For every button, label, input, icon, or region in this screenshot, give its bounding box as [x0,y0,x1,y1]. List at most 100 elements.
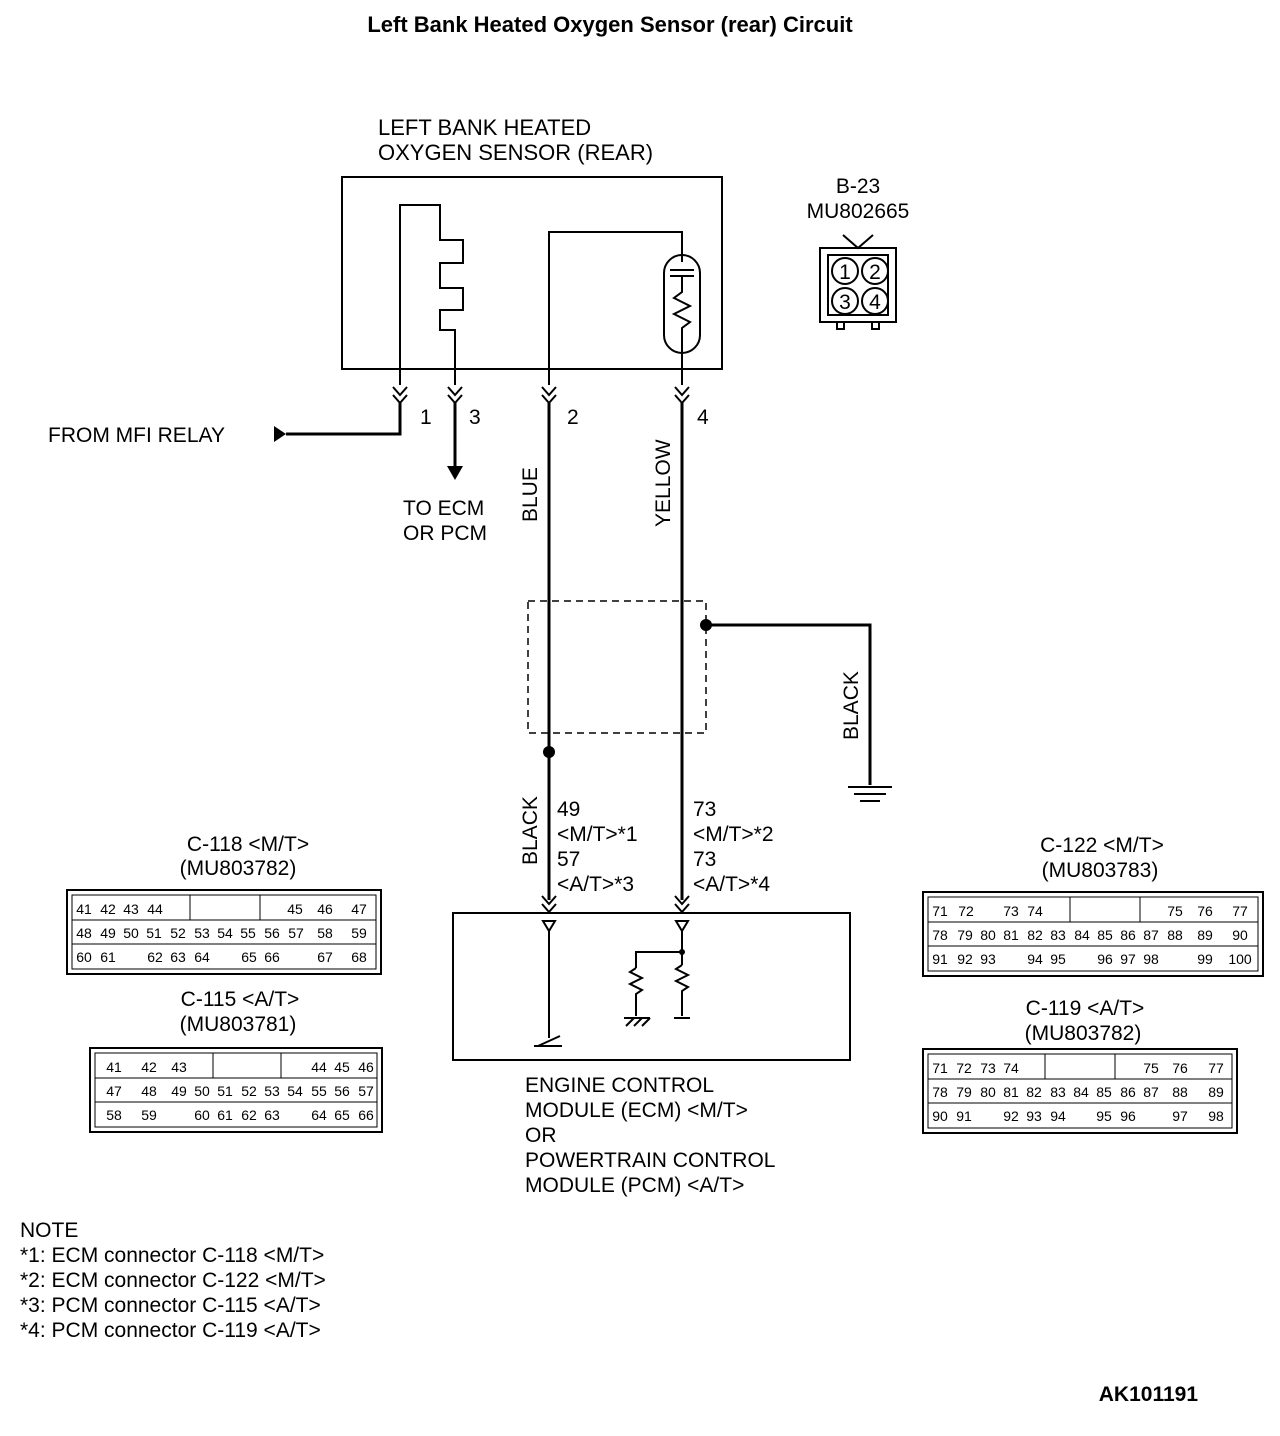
wire-shield-ground [706,623,872,785]
sensor-label-line2: OXYGEN SENSOR (REAR) [378,140,653,165]
c122-pin: 79 [957,927,973,943]
note-item-3: *3: PCM connector C-115 <A/T> [20,1294,321,1317]
c118-pin: 49 [100,925,116,941]
ecm-pin-left-3: 57 [557,848,580,871]
c118-pin: 45 [287,901,303,917]
c122-pin: 76 [1197,903,1213,919]
diagram-code: AK101191 [1099,1383,1199,1406]
c115-part: (MU803781) [180,1013,297,1036]
c115-pin: 56 [334,1083,350,1099]
c118-pin: 48 [76,925,92,941]
c115-pin: 41 [106,1059,122,1075]
c122-pin: 83 [1050,927,1066,943]
c118-pin: 44 [147,901,163,917]
c115-pin: 48 [141,1083,157,1099]
c115-connector-face [89,1047,383,1133]
c118-pin: 46 [317,901,333,917]
c118-name: C-118 <M/T> [187,833,309,856]
c118-pin: 64 [194,949,210,965]
ecm-internal-junction [679,949,685,955]
c119-pin: 72 [956,1060,972,1076]
b23-connector-id: B-23 [836,175,880,198]
terminal-arrows [392,386,690,405]
from-mfi-relay-label: FROM MFI RELAY [48,424,225,447]
c119-pin: 75 [1143,1060,1159,1076]
c115-pin: 47 [106,1083,122,1099]
c122-pin: 80 [980,927,996,943]
b23-pin-3: 3 [839,291,851,314]
c119-pin: 71 [932,1060,948,1076]
c118-pin: 42 [100,901,116,917]
c115-pin: 66 [358,1107,374,1123]
c118-pin: 56 [264,925,280,941]
b23-pin-1: 1 [839,261,851,284]
ecm-pin-right-3: 73 [693,848,716,871]
wire-label-shield-black: BLACK [840,671,863,740]
c118-pin: 65 [241,949,257,965]
note-item-2: *2: ECM connector C-122 <M/T> [20,1269,326,1292]
ecm-label-line2: MODULE (ECM) <M/T> [525,1099,748,1122]
relay-input-marker [274,426,286,442]
c118-pin: 66 [264,949,280,965]
note-heading: NOTE [20,1219,78,1242]
c118-pin: 50 [123,925,139,941]
c119-pin: 79 [956,1084,972,1100]
c119-pin: 77 [1208,1060,1224,1076]
ecm-pin-left-1: 49 [557,798,580,821]
c122-pin: 85 [1097,927,1113,943]
c122-pin: 84 [1074,927,1090,943]
ecm-pin-right-2: <M/T>*2 [693,823,774,846]
ground-symbol [848,786,892,802]
ecm-pin-right-4: <A/T>*4 [693,873,770,896]
c119-pin: 82 [1026,1084,1042,1100]
c118-pin: 62 [147,949,163,965]
ecm-terminal-arrows [541,895,690,914]
c118-pin: 41 [76,901,92,917]
note-item-1: *1: ECM connector C-118 <M/T> [20,1244,324,1267]
c119-pin: 92 [1003,1108,1019,1124]
ecm-pin-left-4: <A/T>*3 [557,873,634,896]
wire-label-yellow: YELLOW [652,439,675,527]
c118-pin: 43 [123,901,139,917]
terminal-1: 1 [420,406,432,429]
ecm-box [452,912,851,1061]
c115-pin: 46 [358,1059,374,1075]
shield-box [527,600,707,734]
c119-pin: 86 [1120,1084,1136,1100]
c115-pin: 49 [171,1083,187,1099]
c118-pin: 60 [76,949,92,965]
c122-pin: 99 [1197,951,1213,967]
terminal-4: 4 [697,406,709,429]
ecm-label-line4: POWERTRAIN CONTROL [525,1149,775,1172]
c122-pin: 77 [1232,903,1248,919]
c122-pin: 89 [1197,927,1213,943]
c119-pin: 90 [932,1108,948,1124]
sensor-signal-lead [548,231,683,385]
c119-pin: 98 [1208,1108,1224,1124]
wire-label-lower-black: BLACK [519,796,542,865]
ecm-internal-circuit [534,920,691,1047]
c115-pin: 54 [287,1083,303,1099]
c118-connector-face [66,889,382,975]
c122-pin: 73 [1003,903,1019,919]
sensor-label-line1: LEFT BANK HEATED [378,115,591,140]
b23-pin-4: 4 [869,291,881,314]
ecm-label-line1: ENGINE CONTROL [525,1074,714,1097]
c122-pin: 78 [932,927,948,943]
c122-pin: 86 [1120,927,1136,943]
c118-pin: 67 [317,949,333,965]
c122-pin: 92 [957,951,973,967]
c118-pin: 52 [170,925,186,941]
c122-pin: 82 [1027,927,1043,943]
c122-part: (MU803783) [1042,859,1159,882]
c122-pin: 91 [932,951,948,967]
c115-pin: 52 [241,1083,257,1099]
terminal-3: 3 [469,406,481,429]
c122-pin: 94 [1027,951,1043,967]
c118-pin: 51 [146,925,162,941]
c119-pin: 88 [1172,1084,1188,1100]
